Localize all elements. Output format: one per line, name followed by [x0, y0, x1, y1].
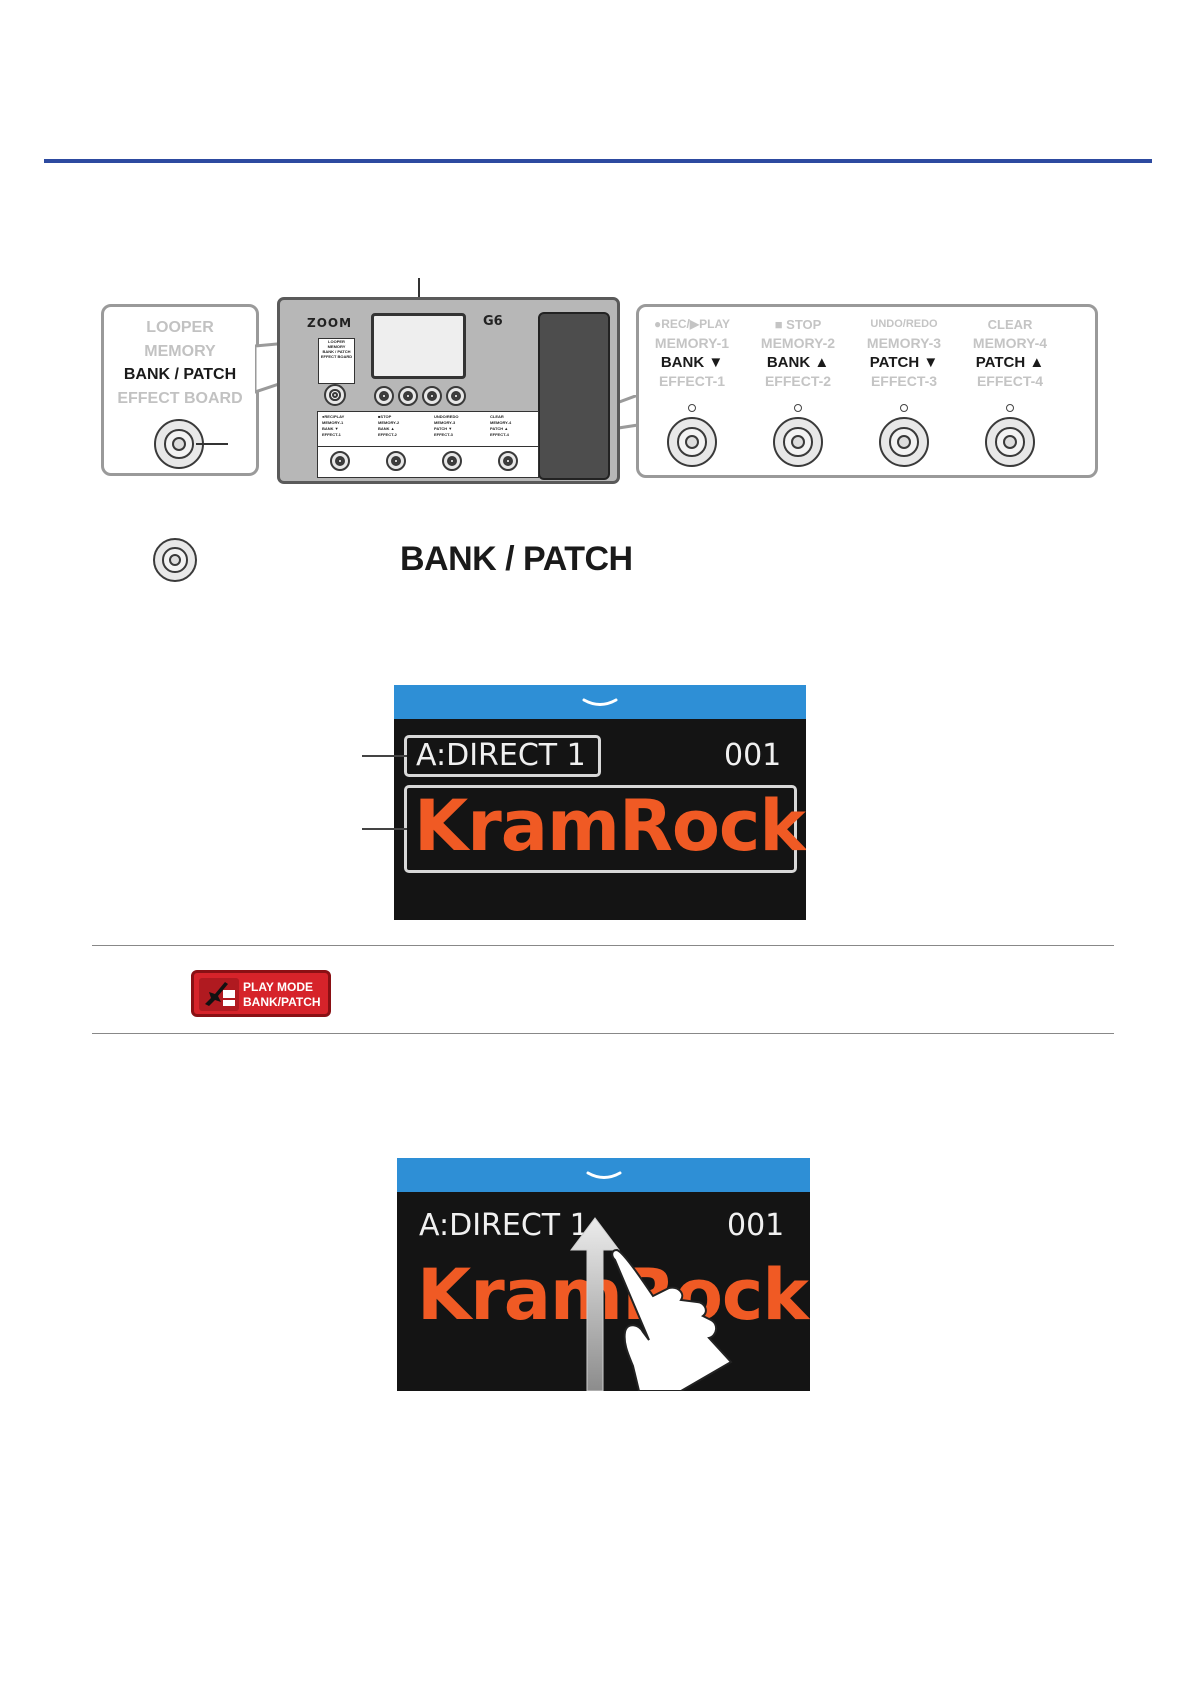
patch-name-callout-line [362, 828, 407, 830]
device-mode-memory: MEMORY [327, 344, 346, 349]
fs2-bank-label: BANK ▲ [766, 354, 830, 371]
screen-top-bar[interactable] [397, 1158, 810, 1192]
footswitch-1-led [688, 404, 696, 412]
patch-name: KramRock [417, 1254, 809, 1336]
device-footswitch-1 [330, 451, 350, 471]
mini-label-2d: EFFECT-2 [378, 432, 397, 437]
fs2-looper-label: ■ STOP [774, 317, 822, 332]
mini-label-4b: MEMORY-4 [490, 420, 512, 425]
fs2-effect-label: EFFECT-2 [764, 373, 832, 389]
fs1-effect-label: EFFECT-1 [658, 373, 726, 389]
right-footswitch-callout: ●REC/▶PLAY MEMORY-1 BANK ▼ EFFECT-1 ■ ST… [636, 304, 1098, 478]
bank-name: A:DIRECT 1 [419, 1208, 589, 1243]
patch-screen: A:DIRECT 1 001 KramRock [394, 685, 806, 920]
badge-line-1: PLAY MODE [243, 980, 314, 994]
patch-name[interactable]: KramRock [414, 785, 806, 867]
multi-effects-device: ZOOM G6 LOOPER MEMORY BANK / PATCH EFFEC… [277, 297, 620, 484]
patch-number: 001 [727, 1208, 785, 1243]
footswitch-1[interactable] [667, 417, 717, 467]
fs4-effect-label: EFFECT-4 [976, 373, 1044, 389]
bank-name: A:DIRECT 1 [416, 738, 586, 773]
screen-top-bar[interactable] [394, 685, 806, 719]
fs4-patch-label: PATCH ▲ [975, 354, 1045, 371]
device-logo: ZOOM [307, 316, 353, 330]
mini-label-4d: EFFECT-4 [490, 432, 509, 437]
bank-name-callout-line [362, 755, 407, 757]
footswitch-column-4: CLEAR MEMORY-4 PATCH ▲ EFFECT-4 [957, 307, 1063, 391]
mini-label-3b: MEMORY-3 [434, 420, 456, 425]
device-footswitch-3 [442, 451, 462, 471]
footswitch-4-led [1006, 404, 1014, 412]
mode-label-looper: LOOPER [146, 319, 214, 336]
footswitch-3[interactable] [879, 417, 929, 467]
mode-label-bank-patch: BANK / PATCH [123, 366, 237, 383]
mini-label-1c: BANK ▼ [322, 426, 339, 431]
left-footswitch-callout: LOOPER MEMORY BANK / PATCH EFFECT BOARD [101, 304, 259, 476]
play-mode-badge: PLAY MODE BANK/PATCH [191, 970, 331, 1017]
fs1-looper-label: ●REC/▶PLAY [653, 317, 731, 331]
mode-label-effect-board: EFFECT BOARD [117, 390, 243, 407]
device-mode-looper: LOOPER [328, 339, 345, 344]
footswitch-pointer-line [196, 443, 228, 445]
fs3-effect-label: EFFECT-3 [870, 373, 938, 389]
mini-label-1a: ●REC/PLAY [322, 414, 345, 419]
footswitch-column-2: ■ STOP MEMORY-2 BANK ▲ EFFECT-2 [745, 307, 851, 391]
device-mode-bank-patch: BANK / PATCH [322, 349, 351, 354]
footswitch-2-led [794, 404, 802, 412]
fs3-patch-label: PATCH ▼ [869, 354, 939, 371]
chevron-down-icon[interactable] [586, 1168, 622, 1182]
mode-selector-panel: LOOPER MEMORY BANK / PATCH EFFECT BOARD [318, 338, 355, 384]
mini-label-4a: CLEAR [490, 414, 504, 419]
fs2-memory-label: MEMORY-2 [760, 335, 836, 351]
footswitch-3-led [900, 404, 908, 412]
device-footswitch-2 [386, 451, 406, 471]
badge-line-2: BANK/PATCH [243, 995, 321, 1009]
device-footswitch-4 [498, 451, 518, 471]
device-knob-2 [398, 386, 418, 406]
step-title: BANK / PATCH [400, 540, 633, 578]
mini-label-3d: EFFECT-3 [434, 432, 453, 437]
note-rule-bottom [92, 1033, 1114, 1034]
fs3-memory-label: MEMORY-3 [866, 335, 942, 351]
mini-label-1b: MEMORY-1 [322, 420, 344, 425]
section-rule [44, 159, 1152, 163]
device-switch-label-panel: ●REC/PLAY MEMORY-1 BANK ▼ EFFECT-1 ■STOP… [317, 411, 539, 447]
patch-screen-swipe[interactable]: A:DIRECT 1 001 KramRock [397, 1158, 810, 1391]
footswitch-2[interactable] [773, 417, 823, 467]
guitar-icon [199, 978, 239, 1011]
mini-label-3c: PATCH ▼ [434, 426, 453, 431]
patch-number: 001 [724, 738, 782, 773]
chevron-down-icon[interactable] [582, 695, 618, 709]
mini-label-3a: UNDO/REDO [434, 414, 459, 419]
fs4-memory-label: MEMORY-4 [972, 335, 1048, 351]
mini-label-2b: MEMORY-2 [378, 420, 400, 425]
mode-label-memory: MEMORY [144, 343, 216, 360]
mini-label-1d: EFFECT-1 [322, 432, 341, 437]
device-mode-effect-board: EFFECT BOARD [320, 354, 353, 359]
device-display [371, 313, 466, 379]
fs4-looper-label: CLEAR [987, 317, 1033, 332]
expression-pedal [538, 312, 610, 480]
device-knob-3 [422, 386, 442, 406]
note-rule-top [92, 945, 1114, 946]
mini-label-2c: BANK ▲ [378, 426, 395, 431]
mini-label-2a: ■STOP [378, 414, 392, 419]
footswitch-icon [153, 538, 197, 582]
footswitch-column-3: UNDO/REDO MEMORY-3 PATCH ▼ EFFECT-3 [851, 307, 957, 391]
fs1-bank-label: BANK ▼ [660, 354, 724, 371]
mini-label-4c: PATCH ▲ [490, 426, 509, 431]
fs1-memory-label: MEMORY-1 [654, 335, 730, 351]
swipe-up-hand-icon [570, 1217, 733, 1391]
fs3-looper-label: UNDO/REDO [870, 318, 938, 330]
footswitch-column-1: ●REC/▶PLAY MEMORY-1 BANK ▼ EFFECT-1 [639, 307, 745, 391]
footswitch-4[interactable] [985, 417, 1035, 467]
device-mode-switch [324, 384, 346, 406]
mode-footswitch[interactable] [154, 419, 204, 469]
device-model: G6 [483, 314, 503, 329]
device-knob-4 [446, 386, 466, 406]
device-knob-1 [374, 386, 394, 406]
